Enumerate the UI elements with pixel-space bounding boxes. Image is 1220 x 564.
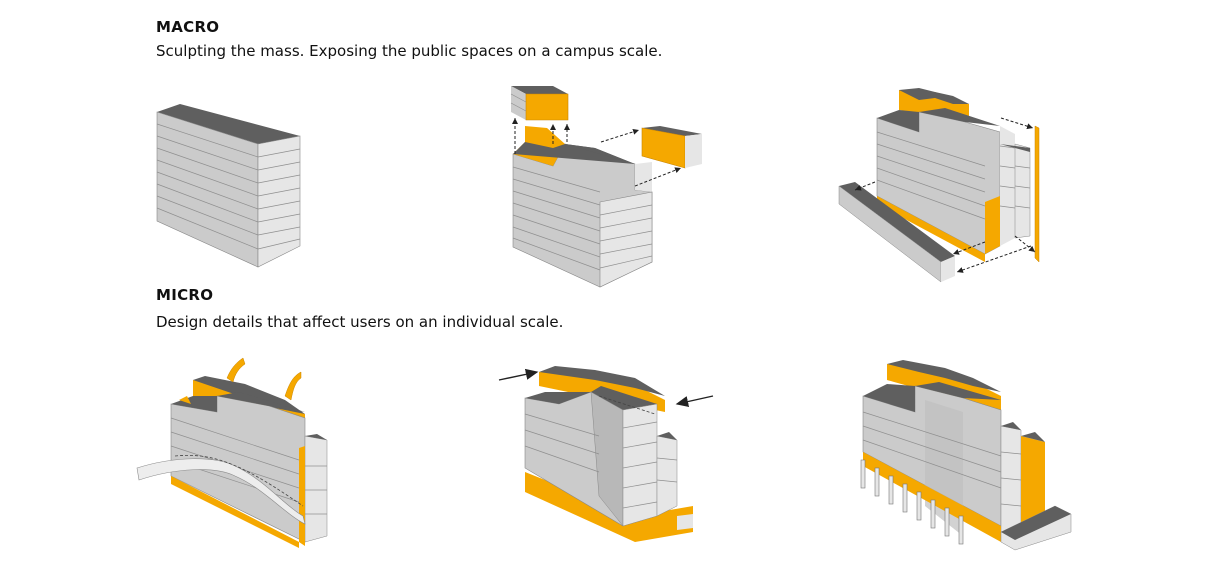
arrow-left-icon: [498, 368, 539, 381]
micro-description: Design details that affect users on an i…: [156, 313, 564, 331]
macro-diagram-solid-mass: [156, 104, 301, 268]
arrow-right-icon: [675, 395, 714, 408]
micro-diagram-pilotis: [860, 360, 1072, 551]
macro-description: Sculpting the mass. Exposing the public …: [156, 42, 663, 60]
micro-diagram-circulation-path: [136, 357, 328, 548]
micro-heading: MICRO: [156, 286, 214, 304]
macro-heading: MACRO: [156, 18, 220, 36]
micro-diagram-compression: [498, 366, 714, 542]
macro-diagram-exposed-spaces: [838, 88, 1040, 283]
macro-diagram-sculpted-mass: [510, 86, 702, 288]
